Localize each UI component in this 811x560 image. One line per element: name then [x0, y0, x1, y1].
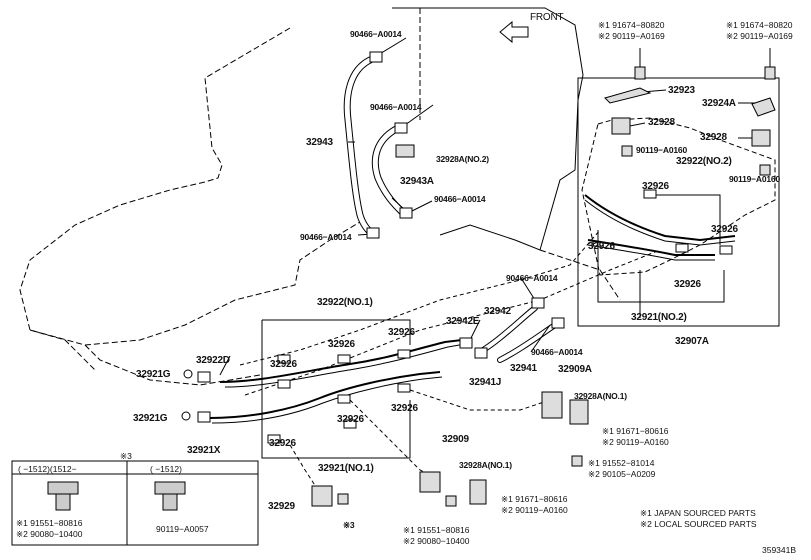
part-label: 32909: [442, 434, 469, 445]
part-label: 32926: [674, 279, 701, 290]
part-label: 32926: [388, 327, 415, 338]
inset-col1-header: ( −1512)(1512−: [18, 464, 77, 474]
part-label: 32909A: [558, 364, 592, 375]
part-label: 32928: [700, 132, 727, 143]
inset-marker: ※3: [120, 451, 132, 461]
part-label: 32926: [642, 181, 669, 192]
part-label: 32928A(NO.2): [436, 154, 489, 164]
part-label: 32928: [648, 117, 675, 128]
part-label: 32926: [270, 359, 297, 370]
part-label: 32926: [588, 241, 615, 252]
part-label: 32929: [268, 501, 295, 512]
part-label: 32921G: [133, 413, 168, 424]
part-label: 32942: [484, 306, 511, 317]
front-arrow-icon: [499, 20, 529, 44]
bolt-icon: [47, 481, 79, 495]
part-label: 32921G: [136, 369, 171, 380]
part-label: 32921(NO.1): [318, 463, 374, 474]
inset-col1-parts: ※1 91551−80816 ※2 90080−10400: [16, 518, 83, 539]
part-label: 32941: [510, 363, 537, 374]
part-label: 32922(NO.2): [676, 156, 732, 167]
part-label: 32921(NO.2): [631, 312, 687, 323]
part-label: 32926: [337, 414, 364, 425]
group-box-32907a: [577, 77, 780, 327]
part-label: 32941J: [469, 377, 502, 388]
transmission-outline: [19, 27, 361, 346]
part-label: 32926: [269, 438, 296, 449]
part-label: 32923: [668, 85, 695, 96]
part-label: 90466−A0014: [434, 194, 486, 204]
front-label: FRONT: [530, 12, 564, 23]
part-label: ※3: [343, 520, 355, 530]
bolt-icon: [154, 481, 186, 495]
part-label: 90466−A0014: [350, 29, 402, 39]
part-label: 90119−A0160: [636, 145, 687, 155]
part-label: 32928A(NO.1): [459, 460, 512, 470]
part-label: 90466−A0014: [370, 102, 422, 112]
part-label: 90466−A0014: [300, 232, 352, 242]
part-label: 32926: [391, 403, 418, 414]
part-label: 32924A: [702, 98, 736, 109]
note-block: ※1 91674−80820 ※2 90119−A0169: [726, 20, 793, 41]
note-block: ※1 91671−80616 ※2 90119−A0160: [602, 426, 669, 447]
part-label: 32922D: [196, 355, 230, 366]
note-block: ※1 91674−80820 ※2 90119−A0169: [598, 20, 665, 41]
diagram-id: 359341B: [762, 545, 797, 555]
part-label: 32921X: [187, 445, 221, 456]
transmission-block: [392, 7, 584, 251]
part-label: 32943: [306, 137, 333, 148]
part-label: 32926: [328, 339, 355, 350]
part-label: 32942E: [446, 316, 480, 327]
part-label: 90466−A0014: [531, 347, 583, 357]
part-label: 90466−A0014: [506, 273, 558, 283]
legend: ※1 JAPAN SOURCED PARTS ※2 LOCAL SOURCED …: [640, 508, 757, 529]
part-label: 32922(NO.1): [317, 297, 373, 308]
note-block: ※1 91671−80616 ※2 90119−A0160: [501, 494, 568, 515]
part-label: 32926: [711, 224, 738, 235]
part-label: 90119−A0160: [729, 174, 780, 184]
inset-col2-part: 90119−A0057: [156, 524, 209, 534]
part-label: 32907A: [675, 336, 709, 347]
note-block: ※1 91552−81014 ※2 90105−A0209: [588, 458, 656, 479]
part-label: 32943A: [400, 176, 434, 187]
inset-col2-header: ( −1512): [150, 464, 182, 474]
note-block: ※1 91551−80816 ※2 90080−10400: [403, 525, 470, 546]
part-label: 32928A(NO.1): [574, 391, 627, 401]
